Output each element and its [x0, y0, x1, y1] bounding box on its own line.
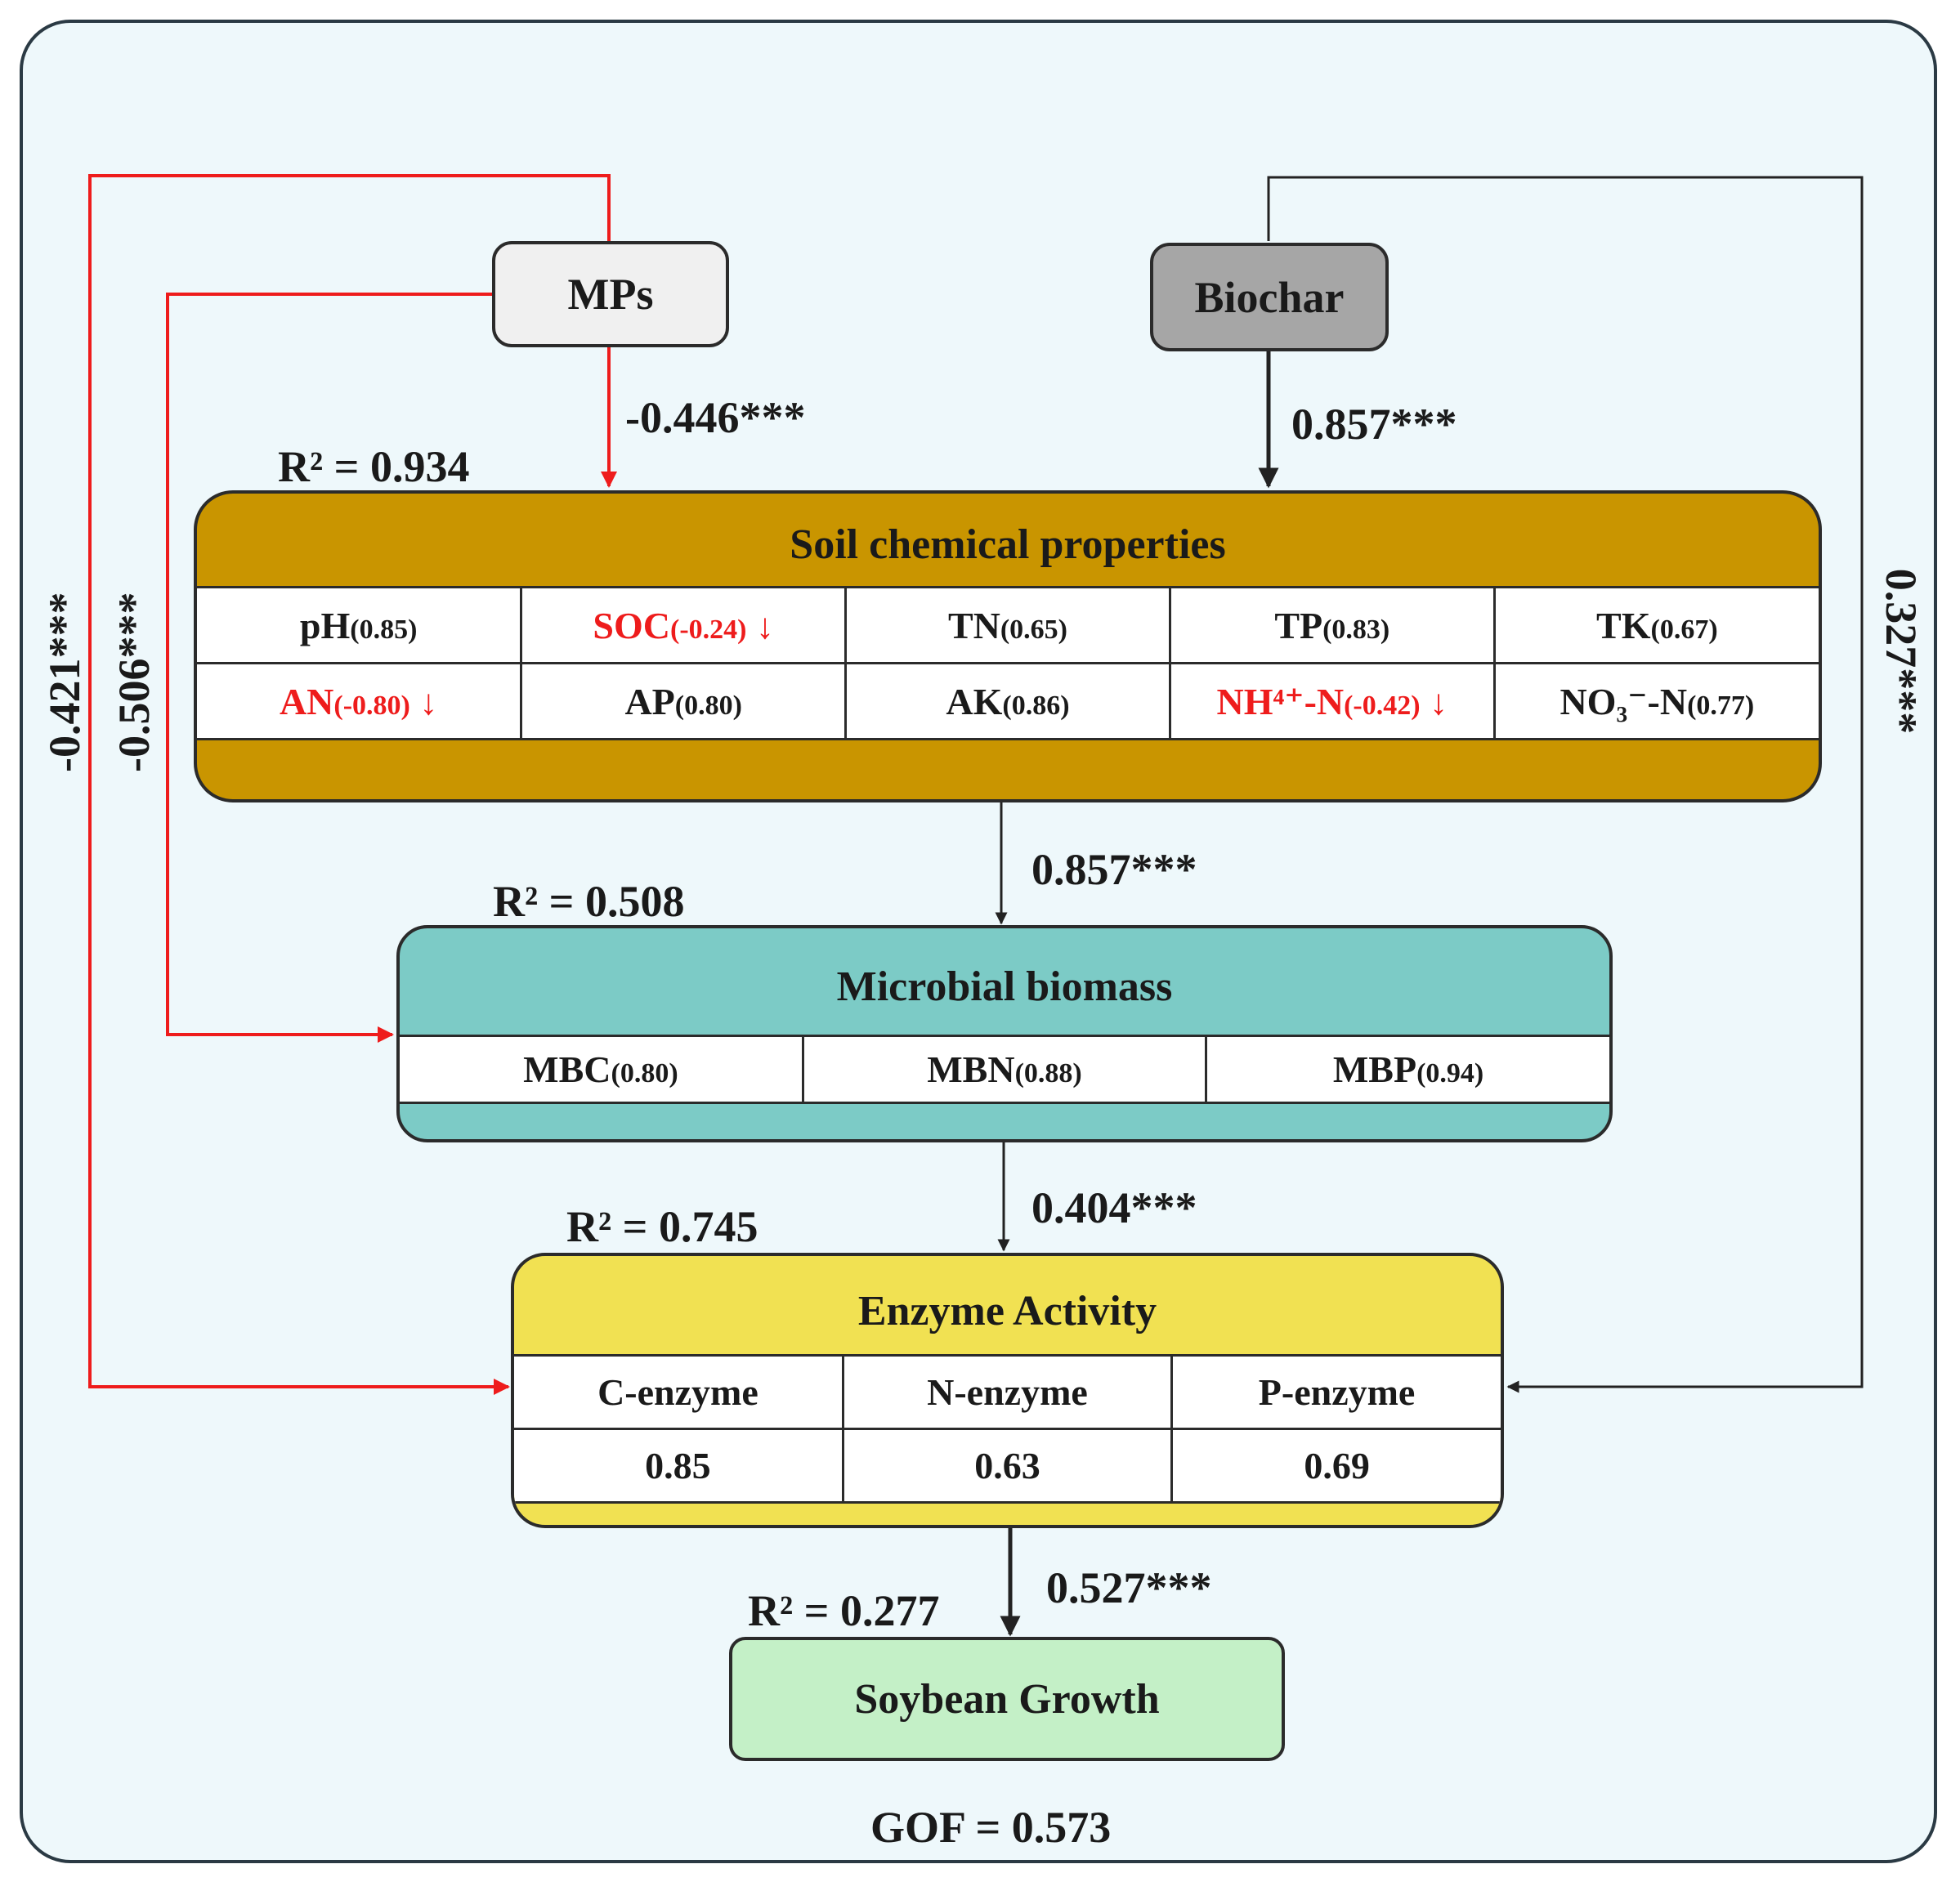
- microbial-title: Microbial biomass: [836, 963, 1173, 1010]
- enzyme-header: N-enzyme: [841, 1354, 1174, 1430]
- soil-cell: AK(0.86): [844, 662, 1171, 740]
- enzyme-value: 0.63: [841, 1428, 1174, 1504]
- enzyme-title: Enzyme Activity: [857, 1288, 1157, 1334]
- mps-label: MPs: [567, 270, 654, 319]
- biochar-label: Biochar: [1194, 272, 1345, 322]
- enzyme-table: C-enzyme N-enzyme P-enzyme 0.85 0.63 0.6…: [514, 1354, 1501, 1504]
- r2-enzyme: R² = 0.745: [566, 1202, 758, 1251]
- enzyme-header: P-enzyme: [1170, 1354, 1501, 1430]
- soil-cell: AN(-0.80) ↓: [197, 662, 523, 740]
- soybean-title: Soybean Growth: [854, 1675, 1160, 1723]
- enzyme-activity-node: Enzyme Activity C-enzyme N-enzyme P-enzy…: [511, 1253, 1504, 1528]
- soil-cell: TP(0.83): [1168, 586, 1496, 664]
- r2-soybean: R² = 0.277: [748, 1586, 940, 1635]
- microbial-table: MBC(0.80) MBN(0.88) MBP(0.94): [400, 1035, 1609, 1104]
- soil-properties-table: pH(0.85) SOC(-0.24) ↓ TN(0.65) TP(0.83) …: [197, 586, 1819, 740]
- coef-microbial-enzyme: 0.404***: [1031, 1183, 1197, 1232]
- decrease-arrow-icon: ↓: [755, 606, 774, 646]
- soil-cell: NO₃⁻-N(0.77): [1492, 662, 1819, 740]
- soil-cell: AP(0.80): [520, 662, 848, 740]
- microbial-biomass-node: Microbial biomass MBC(0.80) MBN(0.88) MB…: [396, 925, 1613, 1142]
- coef-mps-microbial: -0.506***: [110, 592, 159, 772]
- decrease-arrow-icon: ↓: [1430, 682, 1448, 722]
- coef-biochar-enzyme: 0.327***: [1877, 568, 1926, 735]
- r2-microbial: R² = 0.508: [493, 877, 685, 926]
- coef-biochar-soil: 0.857***: [1291, 400, 1457, 449]
- soil-cell: TK(0.67): [1492, 586, 1819, 664]
- r2-soil: R² = 0.934: [278, 442, 470, 491]
- soybean-growth-node: Soybean Growth: [729, 1637, 1285, 1761]
- soil-chemical-properties-node: Soil chemical properties pH(0.85) SOC(-0…: [194, 490, 1822, 802]
- path-biochar-enzyme: [1267, 176, 1864, 1393]
- coef-mps-soil: -0.446***: [625, 393, 806, 442]
- enzyme-header: C-enzyme: [514, 1354, 844, 1430]
- decrease-arrow-icon: ↓: [419, 682, 438, 722]
- path-mps-enzyme: [88, 174, 611, 1395]
- soil-cell: NH⁴⁺-N(-0.42) ↓: [1168, 662, 1496, 740]
- soil-cell: pH(0.85): [197, 586, 523, 664]
- coef-mps-enzyme: -0.421***: [40, 592, 89, 772]
- soil-cell: SOC(-0.24) ↓: [520, 586, 848, 664]
- microbial-cell: MBP(0.94): [1205, 1035, 1609, 1104]
- soil-cell: TN(0.65): [844, 586, 1171, 664]
- gof-label: GOF = 0.573: [870, 1803, 1112, 1852]
- enzyme-value: 0.69: [1170, 1428, 1501, 1504]
- coef-soil-microbial: 0.857***: [1031, 845, 1197, 894]
- soil-title: Soil chemical properties: [790, 521, 1226, 568]
- path-mps-microbial: [166, 293, 492, 1043]
- enzyme-value: 0.85: [514, 1428, 844, 1504]
- biochar-node: Biochar: [1150, 243, 1389, 351]
- microbial-cell: MBC(0.80): [400, 1035, 804, 1104]
- mps-node: MPs: [492, 241, 729, 347]
- coef-enzyme-soybean: 0.527***: [1046, 1563, 1212, 1612]
- microbial-cell: MBN(0.88): [801, 1035, 1208, 1104]
